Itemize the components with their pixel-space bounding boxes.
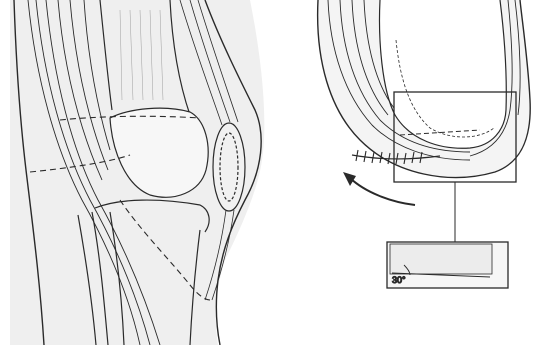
- left-panel-knee-lateral: [10, 0, 264, 345]
- inset-bone-block: [390, 244, 492, 274]
- right-panel-knee-detail: 30°: [318, 0, 531, 288]
- patella: [213, 123, 245, 211]
- curved-arrow-head: [343, 172, 356, 186]
- angle-label: 30°: [392, 275, 406, 285]
